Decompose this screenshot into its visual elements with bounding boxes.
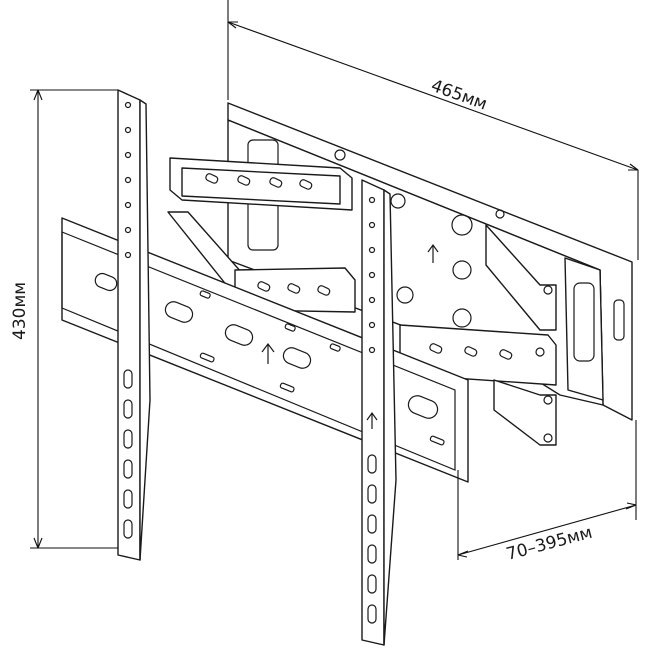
vertical-strip-left xyxy=(117,89,151,561)
height-label: 430мм xyxy=(10,282,30,340)
width-label: 465мм xyxy=(428,76,489,115)
vertical-strip-right xyxy=(361,179,397,646)
height-dimension: 430мм xyxy=(10,89,118,549)
articulating-arms xyxy=(167,157,557,446)
